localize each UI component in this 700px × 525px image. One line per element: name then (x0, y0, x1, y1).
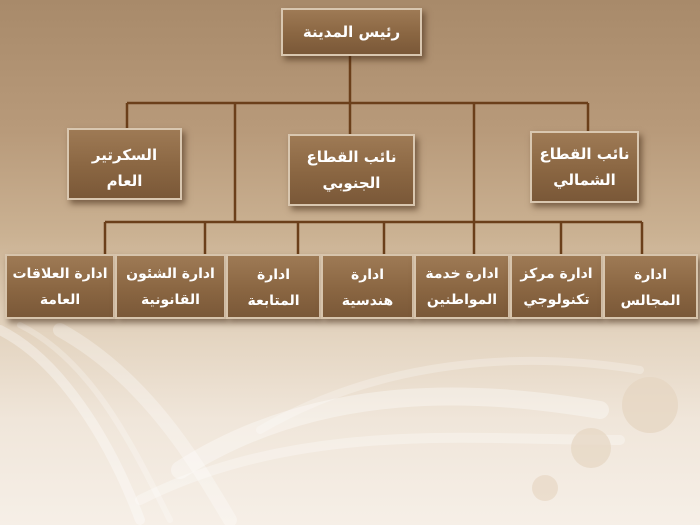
org-node-technology-center: ادارة مركز تكنولوجي (510, 254, 603, 319)
org-node-legal-affairs: ادارة الشئون القانونية (115, 254, 226, 319)
org-node-city-head: رئيس المدينة (281, 8, 422, 56)
org-node-councils: ادارة المجالس (603, 254, 698, 319)
org-node-general-secretary: السكرتير العام (67, 128, 182, 200)
org-node-follow-up: ادارة المتابعة (226, 254, 321, 319)
org-node-south-deputy: نائب القطاع الجنوبي (288, 134, 415, 206)
org-node-public-relations: ادارة العلاقات العامة (5, 254, 115, 319)
org-node-engineering: ادارة هندسية (321, 254, 414, 319)
org-node-citizen-service: ادارة خدمة المواطنين (414, 254, 510, 319)
org-node-north-deputy: نائب القطاع الشمالي (530, 131, 639, 203)
